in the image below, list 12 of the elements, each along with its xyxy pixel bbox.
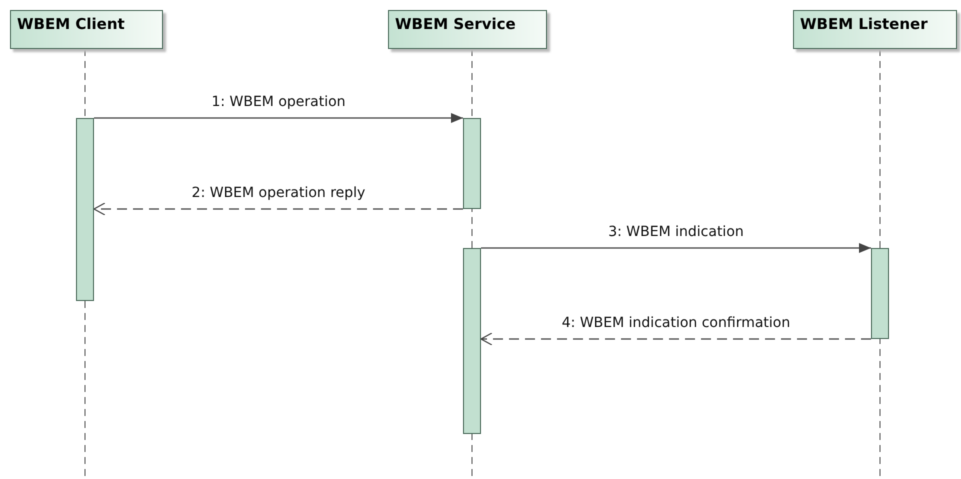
message-arrow bbox=[481, 243, 871, 253]
lifeline-head: WBEM Listener bbox=[793, 10, 957, 49]
activation-bar bbox=[463, 118, 481, 209]
activation-bar bbox=[463, 248, 481, 434]
activation-bar bbox=[871, 248, 889, 339]
edge-label: 2: WBEM operation reply bbox=[190, 185, 368, 201]
reply-message-arrow bbox=[93, 202, 463, 216]
activation-bar bbox=[76, 118, 94, 301]
lifeline-head: WBEM Service bbox=[388, 10, 547, 49]
message-arrow bbox=[94, 113, 463, 123]
reply-message-arrow bbox=[480, 332, 871, 346]
lifeline-head: WBEM Client bbox=[10, 10, 163, 49]
